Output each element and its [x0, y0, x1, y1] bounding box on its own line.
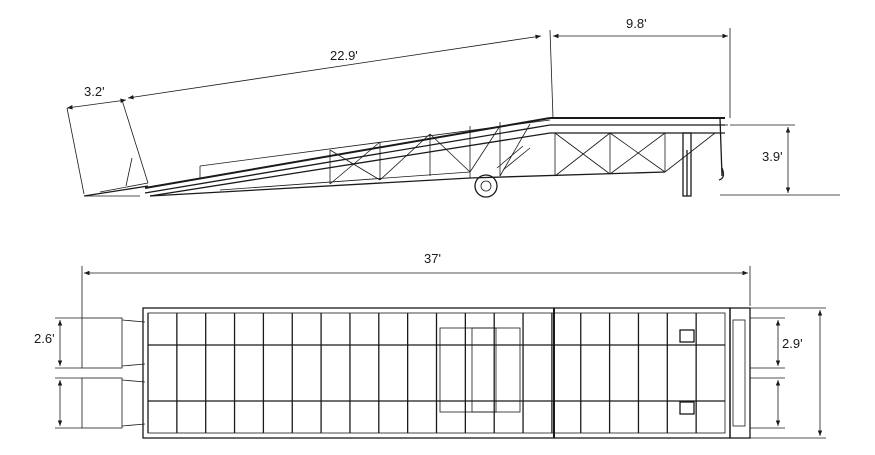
support-legs [682, 117, 728, 197]
deck-end [729, 307, 785, 439]
dim-deck-end-width: 2.9' [750, 307, 826, 439]
dim-platform-length: 9.8' [553, 16, 728, 39]
ramp-frame [149, 122, 531, 197]
top-view: 37' 2.6' [34, 251, 826, 439]
dim-ramp-length: 22.9' [127, 34, 542, 100]
dim-total-length: 37' [81, 251, 751, 318]
lip-start-extension [66, 107, 85, 195]
dim-lip-length: 3.2' [66, 84, 127, 110]
side-view: 3.2' 22.9' 9.8' 3.9' [66, 16, 840, 198]
main-deck [142, 307, 731, 439]
dim-platform-length-label: 9.8' [626, 16, 647, 31]
dim-end-ramp-width-label: 2.6' [34, 331, 55, 346]
lip-plates-top [81, 317, 146, 429]
deck-grid [147, 313, 697, 433]
dim-platform-height: 3.9' [730, 124, 795, 193]
dim-total-length-label: 37' [424, 251, 441, 266]
dim-lip-length-label: 3.2' [84, 84, 105, 99]
lip-extension [121, 99, 149, 184]
dim-ramp-length-label: 22.9' [330, 48, 358, 63]
lip-plate [83, 157, 149, 197]
ramp-top-extension [549, 29, 554, 119]
dim-end-ramp-width: 2.6' [34, 317, 82, 429]
ramp-deck [144, 117, 551, 197]
platform [469, 117, 725, 179]
wheel [474, 145, 531, 198]
dim-deck-end-width-label: 2.9' [782, 336, 803, 351]
dim-platform-height-label: 3.9' [762, 149, 783, 164]
